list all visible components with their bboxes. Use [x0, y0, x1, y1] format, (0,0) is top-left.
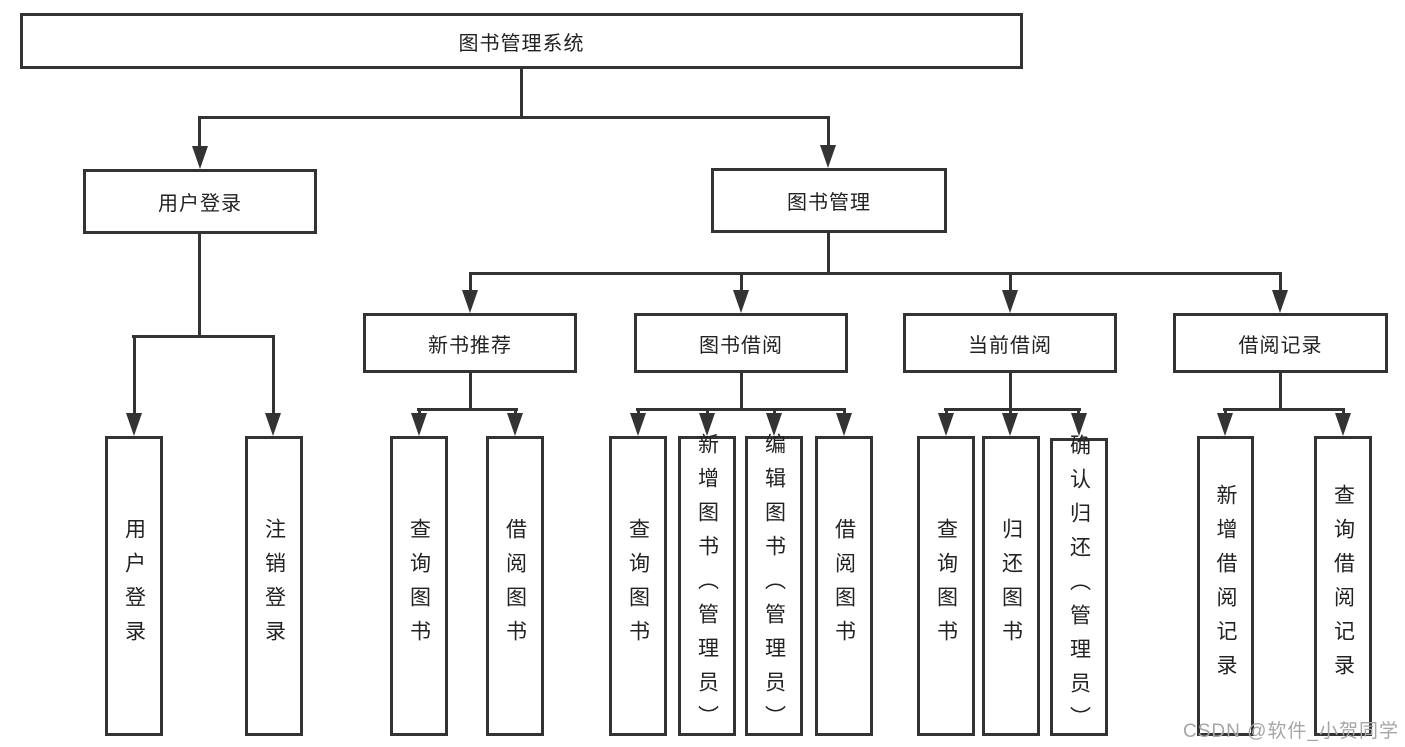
- arrowhead-icon: [699, 413, 715, 436]
- connector-line: [706, 408, 709, 416]
- leaf-query-books: 查询图书: [917, 436, 975, 736]
- leaf-query-borrowing-record: 查询借阅记录: [1314, 436, 1372, 736]
- leaf-user-login: 用户登录: [105, 436, 163, 736]
- leaf-borrow-books: 借阅图书: [815, 436, 873, 736]
- leaf-label: 新增图书（管理员）: [695, 433, 719, 739]
- arrowhead-icon: [411, 413, 427, 436]
- connector-line: [1009, 373, 1012, 411]
- arrowhead-icon: [733, 290, 749, 313]
- node-book-borrowing: 图书借阅: [634, 313, 848, 373]
- node-label: 借阅记录: [1238, 334, 1323, 357]
- leaf-label: 新增借阅记录: [1214, 484, 1237, 688]
- connector-line: [827, 233, 830, 275]
- connector-line: [1224, 408, 1227, 416]
- connector-line: [469, 373, 472, 411]
- connector-line: [773, 408, 776, 416]
- csdn-watermark: CSDN @软件_小贺同学: [1183, 721, 1399, 742]
- arrowhead-icon: [1217, 413, 1233, 436]
- connector-line: [1342, 408, 1345, 416]
- arrowhead-icon: [938, 413, 954, 436]
- node-user-login: 用户登录: [83, 169, 317, 234]
- node-label: 图书管理: [787, 192, 871, 214]
- leaf-label: 注销登录: [262, 518, 286, 654]
- connector-line: [1077, 408, 1080, 416]
- leaf-label: 归还图书: [999, 518, 1023, 654]
- leaf-label: 借阅图书: [832, 518, 856, 654]
- connector-line: [520, 69, 523, 119]
- leaf-label: 借阅图书: [503, 518, 527, 654]
- leaf-add-books-admin: 新增图书（管理员）: [678, 433, 736, 739]
- arrowhead-icon: [1071, 413, 1087, 436]
- leaf-label: 查询借阅记录: [1331, 484, 1355, 688]
- connector-line: [198, 234, 201, 338]
- leaf-label: 确认归还（管理员）: [1067, 434, 1091, 740]
- arrowhead-icon: [820, 145, 836, 168]
- connector-line: [417, 408, 518, 411]
- arrowhead-icon: [192, 146, 208, 169]
- arrowhead-icon: [1335, 413, 1351, 436]
- leaf-label: 编辑图书（管理员）: [762, 433, 786, 739]
- connector-line: [1009, 408, 1012, 416]
- node-label: 新书推荐: [428, 334, 512, 357]
- connector-line: [272, 335, 275, 413]
- connector-line: [418, 408, 421, 416]
- connector-line: [198, 116, 830, 119]
- connector-line: [514, 408, 517, 416]
- node-borrowing-records: 借阅记录: [1173, 313, 1388, 373]
- leaf-logout: 注销登录: [245, 436, 303, 736]
- leaf-edit-books-admin: 编辑图书（管理员）: [745, 433, 803, 739]
- connector-line: [469, 272, 1282, 275]
- leaf-return-books: 归还图书: [982, 436, 1040, 736]
- leaf-label: 查询图书: [934, 518, 958, 654]
- node-label: 当前借阅: [968, 334, 1052, 357]
- connector-line: [1279, 272, 1282, 292]
- connector-line: [637, 408, 640, 416]
- leaf-query-books: 查询图书: [390, 436, 448, 736]
- connector-line: [198, 116, 201, 148]
- arrowhead-icon: [507, 413, 523, 436]
- arrowhead-icon: [1272, 290, 1288, 313]
- leaf-add-borrowing-record: 新增借阅记录: [1197, 436, 1254, 736]
- node-label: 图书管理系统: [458, 32, 585, 55]
- connector-line: [132, 335, 275, 338]
- arrowhead-icon: [836, 413, 852, 436]
- leaf-label: 查询图书: [407, 518, 431, 654]
- node-label: 用户登录: [158, 193, 242, 215]
- leaf-confirm-return-admin: 确认归还（管理员）: [1050, 434, 1108, 740]
- node-book-management: 图书管理: [711, 168, 947, 233]
- connector-line: [1009, 272, 1012, 292]
- arrowhead-icon: [1002, 290, 1018, 313]
- arrowhead-icon: [630, 413, 646, 436]
- connector-line: [843, 408, 846, 416]
- connector-line: [740, 373, 743, 411]
- connector-line: [133, 335, 136, 413]
- node-new-book-recommendation: 新书推荐: [363, 313, 577, 373]
- node-label: 图书借阅: [699, 334, 783, 357]
- leaf-label: 查询图书: [626, 518, 650, 654]
- connector-line: [945, 408, 948, 416]
- arrowhead-icon: [462, 290, 478, 313]
- connector-line: [740, 272, 743, 292]
- arrowhead-icon: [265, 413, 281, 436]
- connector-line: [944, 408, 1081, 411]
- connector-line: [827, 116, 830, 147]
- connector-line: [636, 408, 846, 411]
- arrowhead-icon: [766, 413, 782, 436]
- node-library-management-system: 图书管理系统: [20, 13, 1023, 69]
- arrowhead-icon: [126, 413, 142, 436]
- node-current-borrowing: 当前借阅: [903, 313, 1117, 373]
- leaf-query-books: 查询图书: [609, 436, 667, 736]
- leaf-borrow-books: 借阅图书: [486, 436, 544, 736]
- leaf-label: 用户登录: [122, 518, 146, 654]
- connector-line: [469, 272, 472, 292]
- connector-line: [1279, 373, 1282, 411]
- arrowhead-icon: [1002, 413, 1018, 436]
- connector-line: [1223, 408, 1345, 411]
